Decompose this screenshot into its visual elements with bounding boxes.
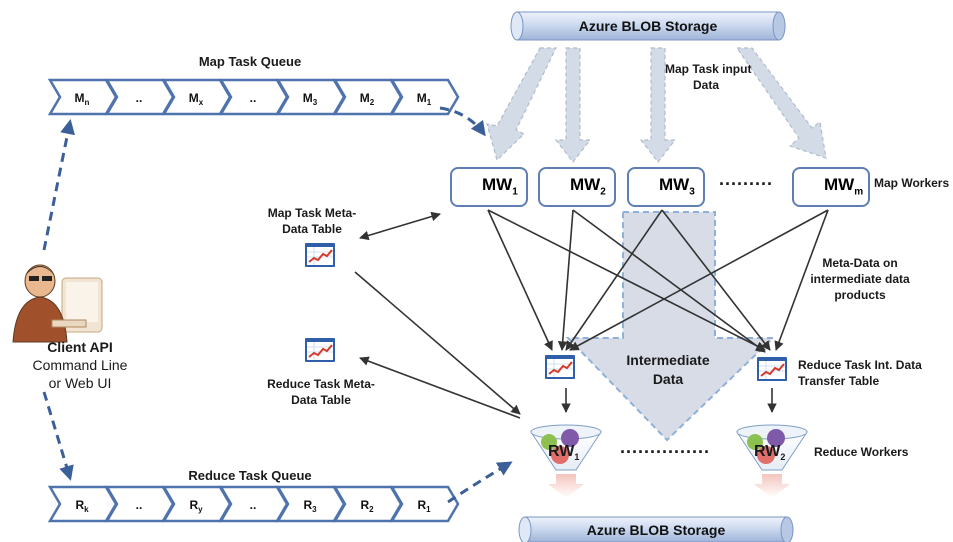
map-queue-item-sub-5: 2 [370, 98, 375, 107]
map-workers-label: Map Workers [874, 176, 950, 190]
client-command-line-label: Command Line [32, 357, 128, 373]
reduce-queue-item-sub-0: k [84, 505, 89, 514]
reduce-worker-2-sub: 2 [780, 452, 786, 463]
map-worker-m-label: MW [824, 175, 855, 194]
storage-bottom-label: Azure BLOB Storage [586, 522, 726, 538]
reduce-worker-2-base: RW [754, 443, 781, 460]
reduce-meta-table-label-2: Data Table [291, 393, 351, 407]
map-worker-3-sub: 3 [689, 186, 695, 198]
intermediate-data-label-1: Intermediate [626, 352, 710, 368]
reduce-worker-2-funnel-icon [736, 424, 808, 498]
reduce-queue-item-label-3: .. [250, 498, 257, 512]
map-task-queue-title: Map Task Queue [198, 54, 302, 69]
map-meta-table-label-1: Map Task Meta- [267, 206, 357, 220]
map-worker-m-sub: m [854, 186, 864, 198]
reduce-task-queue-title: Reduce Task Queue [188, 468, 312, 483]
transfer-table-label-1: Reduce Task Int. Data [798, 358, 922, 372]
map-worker-dots: ......... [718, 169, 773, 189]
map-input-label-line1: Map Task input [665, 62, 752, 76]
reduce-worker-1-sub: 1 [574, 452, 580, 463]
metadata-label-1: Meta-Data on [822, 256, 898, 270]
map-worker-1-sub: 1 [512, 186, 518, 198]
map-queue-item-sub-4: 3 [313, 98, 318, 107]
client-user-icon [12, 264, 103, 343]
client-api-title: Client API [47, 339, 113, 355]
reduce-queue-item-sub-4: 3 [312, 505, 317, 514]
reduce-task-transfer-table-icon [756, 356, 788, 382]
intermediate-data-label-2: Data [652, 371, 684, 387]
connector-lines [354, 209, 829, 419]
map-queue-item-sub-0: n [85, 98, 90, 107]
reduce-worker-1-funnel-icon [530, 424, 602, 498]
map-queue-item-label-1: .. [136, 91, 143, 105]
storage-top-label: Azure BLOB Storage [578, 18, 718, 34]
intermediate-transfer-table-icon-1 [544, 354, 576, 380]
map-worker-3: MW3 [627, 167, 705, 207]
metadata-label-2: intermediate data [810, 272, 910, 286]
map-worker-2-label: MW [570, 175, 601, 194]
transfer-table-label-2: Transfer Table [798, 374, 880, 388]
reduce-worker-1-base: RW [548, 443, 575, 460]
map-queue-item-sub-2: x [199, 98, 204, 107]
map-task-metadata-table-icon [304, 242, 336, 268]
map-worker-1: MW1 [450, 167, 528, 207]
dashed-flow-arrows [42, 106, 513, 504]
reduce-worker-1-label: RW1 [548, 444, 588, 465]
reduce-worker-dots: ............... [619, 437, 710, 457]
reduce-queue-item-sub-2: y [198, 505, 203, 514]
intermediate-data-arrow [565, 211, 776, 442]
azure-blob-storage-top [510, 11, 786, 41]
reduce-queue-item-sub-6: 1 [426, 505, 431, 514]
reduce-queue-chevron-6 [389, 485, 460, 523]
map-worker-2: MW2 [538, 167, 616, 207]
reduce-queue-item-label-1: .. [136, 498, 143, 512]
map-worker-m: MWm [792, 167, 870, 207]
azure-blob-storage-bottom [518, 516, 794, 542]
map-input-arrows [486, 47, 827, 163]
client-web-ui-label: or Web UI [48, 375, 112, 391]
reduce-worker-2-label: RW2 [754, 444, 794, 465]
map-worker-3-label: MW [659, 175, 690, 194]
map-queue-item-label-3: .. [250, 91, 257, 105]
metadata-label-3: products [834, 288, 886, 302]
map-worker-2-sub: 2 [600, 186, 606, 198]
reduce-queue-item-sub-5: 2 [369, 505, 374, 514]
reduce-workers-label: Reduce Workers [814, 445, 909, 459]
map-worker-1-label: MW [482, 175, 513, 194]
map-queue-item-sub-6: 1 [427, 98, 432, 107]
reduce-meta-table-label-1: Reduce Task Meta- [267, 377, 375, 391]
map-input-label-line2: Data [693, 78, 720, 92]
map-queue-chevron-6 [389, 78, 460, 116]
map-meta-table-label-2: Data Table [282, 222, 342, 236]
reduce-task-metadata-table-icon [304, 337, 336, 363]
